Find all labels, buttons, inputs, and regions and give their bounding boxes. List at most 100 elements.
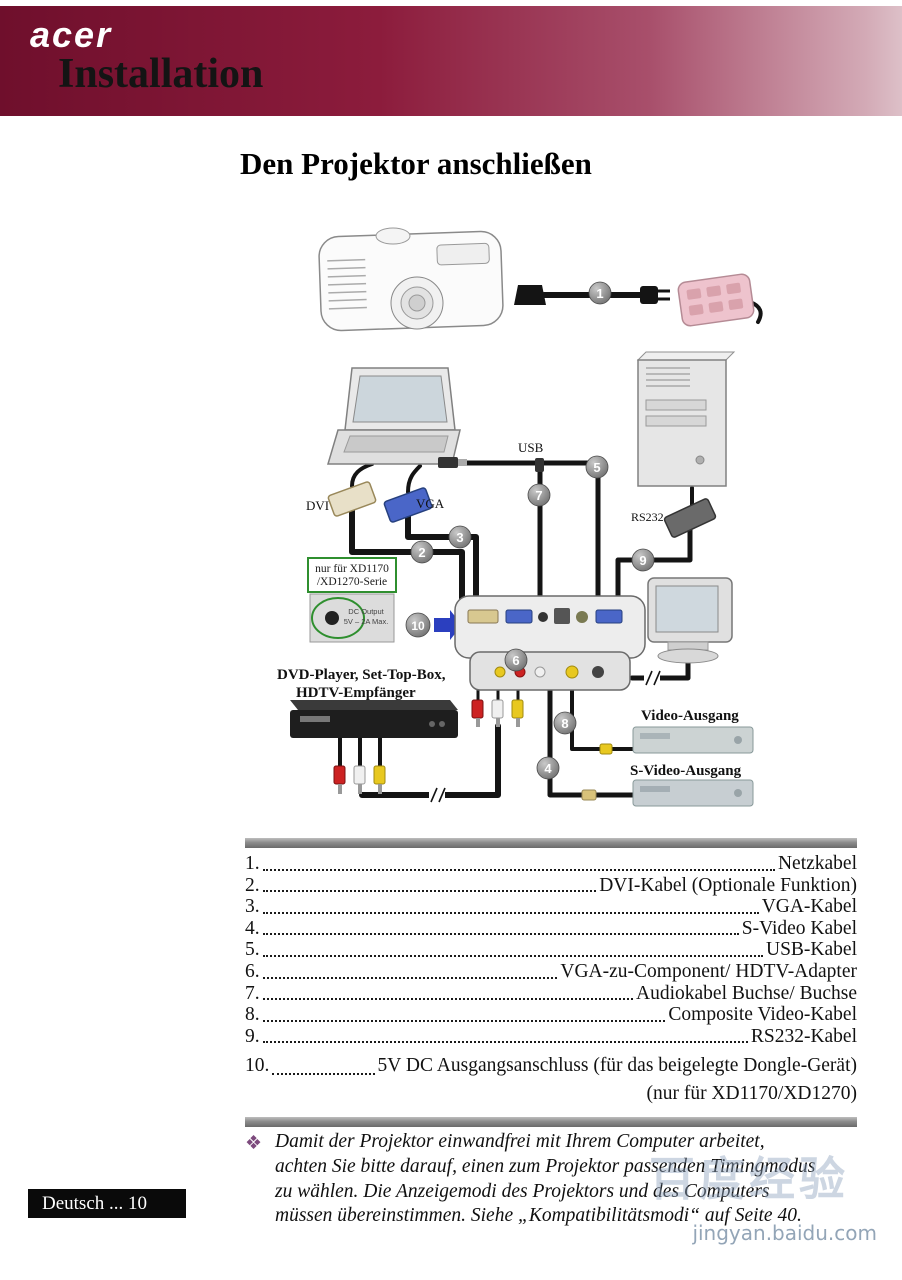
component-trunk xyxy=(359,723,501,798)
leader-dots xyxy=(262,911,759,914)
cable-break-icon xyxy=(644,670,661,686)
svg-text:7: 7 xyxy=(535,488,542,503)
item-number: 5. xyxy=(245,939,260,961)
xd-note-box: nur für XD1170 /XD1270-Serie xyxy=(307,557,397,593)
item-label: DVI-Kabel (Optionale Funktion) xyxy=(599,874,857,896)
divider-bar xyxy=(245,1117,857,1127)
svideo-cable xyxy=(547,685,636,798)
note-block: ❖ Damit der Projektor einwandfrei mit Ih… xyxy=(245,1130,861,1229)
leader-dots xyxy=(262,954,763,957)
callout-6: 6 xyxy=(504,648,528,672)
leader-dots xyxy=(262,1041,748,1044)
callout-1: 1 xyxy=(588,281,612,305)
cable-row-9: 9. RS232-Kabel xyxy=(245,1026,857,1048)
vga-cable xyxy=(405,511,479,601)
vga-label: VGA xyxy=(416,496,445,511)
cable-row-5: 5. USB-Kabel xyxy=(245,939,857,961)
svg-text:6: 6 xyxy=(512,653,519,668)
cable-row-10: 10. 5V DC Ausgangsanschluss (für das bei… xyxy=(245,1055,857,1079)
leader-dots xyxy=(262,933,739,936)
dvd-label-line2: HDTV-Empfänger xyxy=(296,685,416,701)
svg-text:10: 10 xyxy=(411,619,425,633)
item-label: VGA-Kabel xyxy=(761,896,857,918)
leader-dots xyxy=(262,976,558,979)
item10-note: (nur für XD1170/XD1270) xyxy=(646,1083,858,1105)
dvi-connector xyxy=(327,481,377,517)
video-output-device xyxy=(632,726,754,754)
laptop-stubs xyxy=(350,462,422,494)
desktop-tower xyxy=(636,351,736,487)
item-label: VGA-zu-Component/ HDTV-Adapter xyxy=(560,960,857,982)
projector-rear-panel xyxy=(454,595,646,691)
connection-diagram: nur für XD1170 /XD1270-Serie DC Output 5… xyxy=(245,205,865,835)
item-number: 8. xyxy=(245,1004,260,1026)
callout-10: 10 xyxy=(405,612,431,638)
rs232-connector xyxy=(663,498,717,538)
vga-connector xyxy=(383,487,433,523)
note-line: zu wählen. Die Anzeigemodi des Projektor… xyxy=(275,1180,770,1202)
item-label: Composite Video-Kabel xyxy=(668,1004,857,1026)
item-number: 4. xyxy=(245,917,260,939)
note-line: müssen übereinstimmen. Siehe „Kompatibil… xyxy=(275,1205,802,1227)
cable-row-1: 1. Netzkabel xyxy=(245,853,857,875)
dvi-cable xyxy=(349,505,465,601)
cable-row-4: 4. S-Video Kabel xyxy=(245,918,857,940)
video-out-label: Video-Ausgang xyxy=(641,708,739,724)
item-label: S-Video Kabel xyxy=(741,917,857,939)
callout-8: 8 xyxy=(553,711,577,735)
item-number: 7. xyxy=(245,982,260,1004)
item-label: Netzkabel xyxy=(777,853,857,874)
svideo-output-device xyxy=(632,779,754,807)
cable-row-6: 6. VGA-zu-Component/ HDTV-Adapter xyxy=(245,961,857,983)
note-line: Damit der Projektor einwandfrei mit Ihre… xyxy=(275,1131,765,1152)
dvi-label: DVI xyxy=(306,498,329,513)
divider-bar xyxy=(245,838,857,848)
dvd-label-line1: DVD-Player, Set-Top-Box, xyxy=(277,667,446,683)
leader-dots xyxy=(272,1073,375,1076)
svg-text:2: 2 xyxy=(418,545,425,560)
power-plug xyxy=(640,286,670,304)
note-line: achten Sie bitte darauf, einen zum Proje… xyxy=(275,1155,816,1177)
svg-text:8: 8 xyxy=(561,716,568,731)
item-number: 10. xyxy=(245,1055,270,1077)
svideo-plug xyxy=(581,789,597,801)
svg-text:4: 4 xyxy=(544,761,552,776)
callout-5: 5 xyxy=(585,455,609,479)
cable-row-3: 3. VGA-Kabel xyxy=(245,896,857,918)
xd-note-line1: nur für XD1170 xyxy=(315,563,389,575)
audio-jack xyxy=(535,458,544,472)
power-strip xyxy=(677,273,755,327)
callout-7: 7 xyxy=(527,483,551,507)
callout-9: 9 xyxy=(631,548,655,572)
svg-text:1: 1 xyxy=(596,286,603,301)
composite-plug xyxy=(599,743,613,755)
composite-cable xyxy=(570,686,635,751)
item-number: 3. xyxy=(245,896,260,918)
xd-note-line2: /XD1270-Serie xyxy=(317,576,387,588)
item-label: Audiokabel Buchse/ Buchse xyxy=(636,982,857,1004)
cable-list: 1. Netzkabel 2. DVI-Kabel (Optionale Fun… xyxy=(245,853,857,1107)
component-plugs xyxy=(471,699,524,727)
item-label: USB-Kabel xyxy=(766,939,857,961)
item-number: 2. xyxy=(245,874,260,896)
section-title: Installation xyxy=(58,51,264,97)
callout-2: 2 xyxy=(410,540,434,564)
page-footer-label: Deutsch ... 10 xyxy=(28,1189,186,1218)
cable-row-7: 7. Audiokabel Buchse/ Buchse xyxy=(245,983,857,1005)
header-band: acer Installation xyxy=(0,6,902,116)
rs232-label: RS232 xyxy=(631,510,664,524)
leader-dots xyxy=(262,998,634,1001)
dc-output-photo: DC Output 5V – 2A Max. xyxy=(309,593,395,643)
cable-row-8: 8. Composite Video-Kabel xyxy=(245,1004,857,1026)
svg-text:9: 9 xyxy=(639,553,646,568)
callout-3: 3 xyxy=(448,525,472,549)
item-label: RS232-Kabel xyxy=(750,1025,857,1047)
leader-dots xyxy=(262,890,597,893)
usb-label: USB xyxy=(518,440,544,455)
dvd-rca-plugs xyxy=(333,765,386,794)
laptop xyxy=(326,367,461,465)
page-title: Den Projektor anschließen xyxy=(240,146,592,181)
item-number: 1. xyxy=(245,853,260,874)
svideo-out-label: S-Video-Ausgang xyxy=(630,763,742,779)
